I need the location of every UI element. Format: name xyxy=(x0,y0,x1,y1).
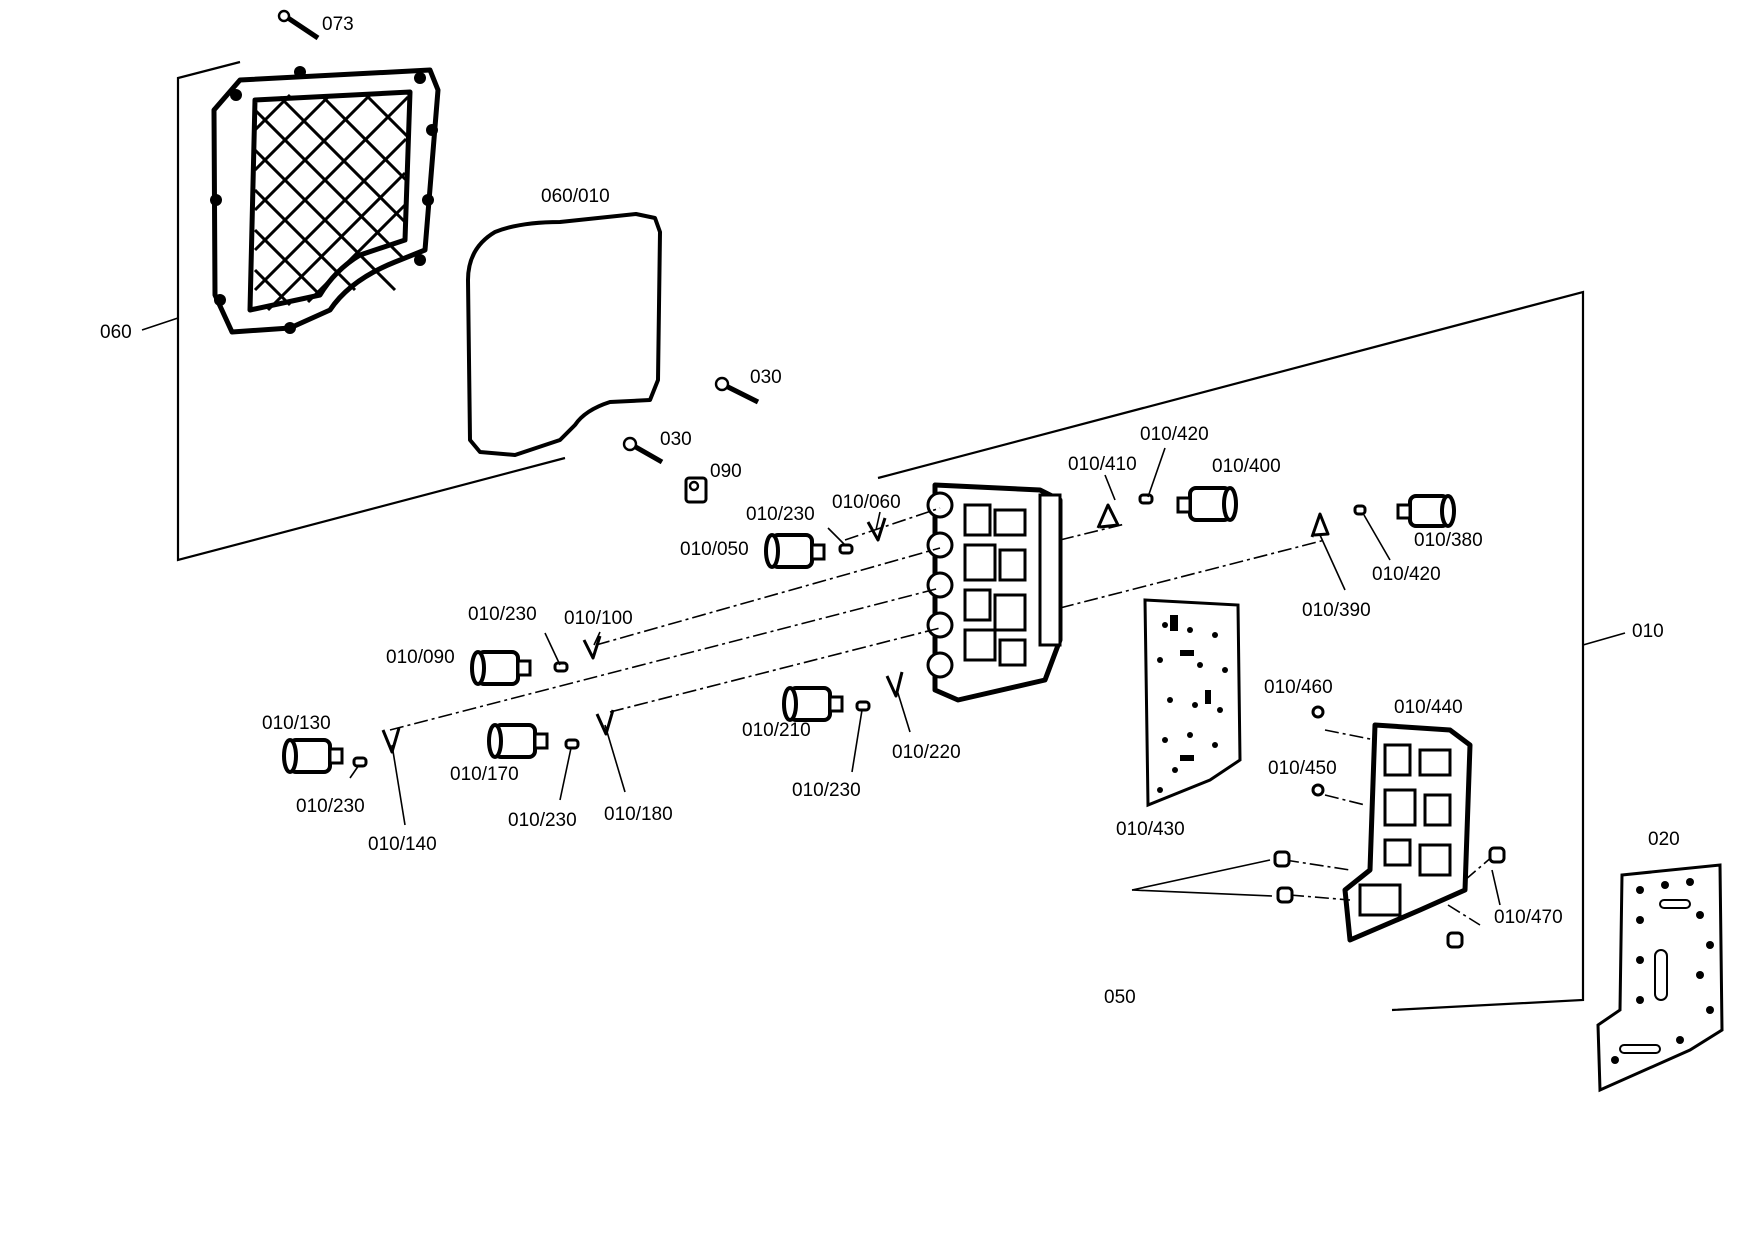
screws-small xyxy=(352,493,1367,797)
label-010-230-c: 010/230 xyxy=(296,796,365,817)
bolt-030-lower xyxy=(622,436,664,465)
label-010-430: 010/430 xyxy=(1116,819,1185,840)
label-010-210: 010/210 xyxy=(742,720,811,741)
label-010-060: 010/060 xyxy=(832,492,901,513)
label-010-230-b: 010/230 xyxy=(468,604,537,625)
bolt-030-upper xyxy=(714,376,760,405)
label-010-050: 010/050 xyxy=(680,539,749,560)
group-bracket-060 xyxy=(141,60,566,562)
valve-body-main xyxy=(926,482,1063,703)
label-010-180: 010/180 xyxy=(604,804,673,825)
label-030-lower: 030 xyxy=(660,429,692,450)
label-060: 060 xyxy=(100,322,132,343)
oil-pan-060 xyxy=(210,66,441,335)
label-020: 020 xyxy=(1648,829,1680,850)
label-010-440: 010/440 xyxy=(1394,697,1463,718)
assembly-axes xyxy=(389,507,1501,926)
label-010-420-top: 010/420 xyxy=(1140,424,1209,445)
label-010-450: 010/450 xyxy=(1268,758,1337,779)
label-010-410: 010/410 xyxy=(1068,454,1137,475)
solenoid-010-050 xyxy=(764,533,826,569)
label-010-100: 010/100 xyxy=(564,608,633,629)
label-010-380: 010/380 xyxy=(1414,530,1483,551)
valve-body-010-440 xyxy=(1342,722,1473,943)
clips-v xyxy=(381,503,1330,754)
label-010-230-d: 010/230 xyxy=(508,810,577,831)
group-bracket-010 xyxy=(877,290,1626,1012)
label-010-130: 010/130 xyxy=(262,713,331,734)
clip-090 xyxy=(684,476,708,504)
label-090: 090 xyxy=(710,461,742,482)
solenoid-010-090 xyxy=(470,650,532,686)
label-010-230-e: 010/230 xyxy=(792,780,861,801)
label-073: 073 xyxy=(322,14,354,35)
label-010: 010 xyxy=(1632,621,1664,642)
label-010-400: 010/400 xyxy=(1212,456,1281,477)
bolt-073 xyxy=(277,9,320,41)
label-010-460: 010/460 xyxy=(1264,677,1333,698)
label-050: 050 xyxy=(1104,987,1136,1008)
label-010-390: 010/390 xyxy=(1302,600,1371,621)
gasket-060-010 xyxy=(466,212,662,457)
label-010-170: 010/170 xyxy=(450,764,519,785)
bolts-050-470 xyxy=(1273,846,1506,949)
label-010-470: 010/470 xyxy=(1494,907,1563,928)
label-010-230-a: 010/230 xyxy=(746,504,815,525)
solenoid-010-380 xyxy=(1396,494,1456,528)
label-030-upper: 030 xyxy=(750,367,782,388)
plate-020 xyxy=(1596,863,1724,1093)
part-labels: 073 060/010 060 030 030 090 010/410 010/… xyxy=(100,14,1680,1008)
solenoid-010-130 xyxy=(282,738,344,774)
leader-lines xyxy=(349,447,1501,906)
solenoid-010-170 xyxy=(487,723,549,759)
label-010-420-right: 010/420 xyxy=(1372,564,1441,585)
solenoid-010-400 xyxy=(1176,486,1238,522)
label-060-010: 060/010 xyxy=(541,186,610,207)
label-010-220: 010/220 xyxy=(892,742,961,763)
label-010-140: 010/140 xyxy=(368,834,437,855)
solenoid-010-210 xyxy=(782,686,844,722)
oil-pan-grid xyxy=(253,91,410,312)
label-010-090: 010/090 xyxy=(386,647,455,668)
plate-010-430 xyxy=(1143,598,1242,808)
